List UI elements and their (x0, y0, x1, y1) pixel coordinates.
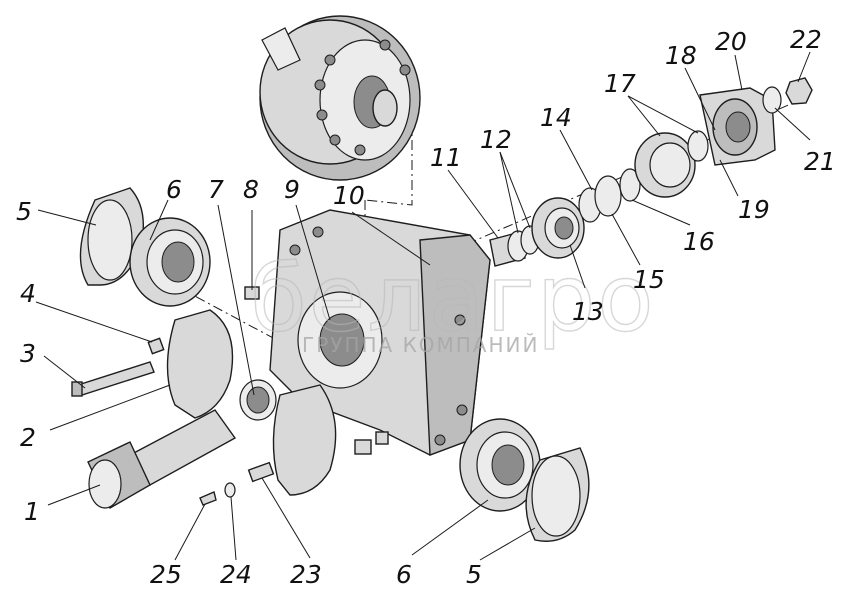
part-2-left-cap (166, 309, 234, 419)
callout-15: 15 (633, 265, 665, 294)
callout-24: 24 (220, 560, 252, 589)
callout-7: 7 (208, 175, 224, 204)
bottom-small-parts (199, 431, 389, 506)
callout-8: 8 (243, 175, 259, 204)
callout-19: 19 (738, 195, 770, 224)
callout-21: 21 (804, 147, 836, 176)
callout-17: 17 (604, 69, 636, 98)
callout-20: 20 (715, 27, 747, 56)
callout-25: 25 (150, 560, 182, 589)
callout-22: 22 (790, 25, 822, 54)
callout-5-left: 5 (16, 197, 32, 226)
callout-13: 13 (572, 297, 604, 326)
leader-lines (35, 51, 811, 561)
right-axis-parts (489, 77, 813, 267)
callout-6-left: 6 (166, 175, 182, 204)
part-3-bolt (71, 361, 155, 397)
callout-23: 23 (290, 560, 322, 589)
callout-12: 12 (480, 125, 512, 154)
callout-10: 10 (333, 181, 365, 210)
callout-18: 18 (665, 41, 697, 70)
callout-1: 1 (24, 497, 40, 526)
part-1-pinion-shaft (87, 409, 237, 509)
callout-6-right: 6 (396, 560, 412, 589)
callout-labels: 5 6 7 8 9 10 11 12 13 14 15 16 17 18 19 … (16, 25, 836, 589)
callout-9: 9 (284, 175, 300, 204)
callout-14: 14 (540, 103, 572, 132)
callout-11: 11 (430, 143, 462, 172)
part-6-right-bearing (459, 418, 541, 512)
callout-4: 4 (20, 279, 36, 308)
part-5-right-ring (525, 447, 590, 542)
differential-assembly (259, 15, 421, 181)
callout-16: 16 (683, 227, 715, 256)
callout-2: 2 (20, 423, 36, 452)
part-5-left-ring (79, 187, 145, 286)
watermark-subtitle: ГРУППА КОМПАНИЙ (302, 333, 539, 357)
watermark-logo: белагро (250, 245, 656, 352)
callout-3: 3 (20, 339, 36, 368)
part-6-left-bearing (129, 217, 211, 307)
watermark: белагро ГРУППА КОМПАНИЙ (249, 244, 656, 357)
right-bearing-cap (272, 384, 337, 496)
callout-5-right: 5 (466, 560, 482, 589)
